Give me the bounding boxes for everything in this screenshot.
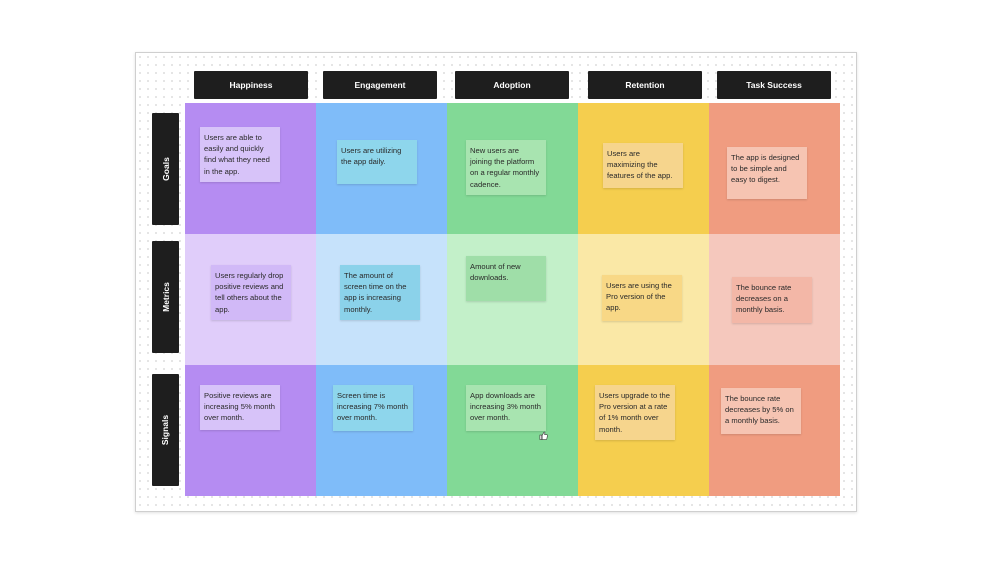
sticky-note-signals-retention[interactable]: Users upgrade to the Pro version at a ra… bbox=[595, 385, 675, 440]
sticky-note-goals-happiness[interactable]: Users are able to easily and quickly fin… bbox=[200, 127, 280, 182]
sticky-note-metrics-engagement[interactable]: The amount of screen time on the app is … bbox=[340, 265, 420, 320]
column-header-happiness[interactable]: Happiness bbox=[194, 71, 308, 99]
sticky-note-metrics-happiness[interactable]: Users regularly drop positive reviews an… bbox=[211, 265, 291, 320]
row-header-metrics[interactable]: Metrics bbox=[152, 241, 179, 353]
row-header-goals[interactable]: Goals bbox=[152, 113, 179, 225]
sticky-note-goals-adoption[interactable]: New users are joining the platform on a … bbox=[466, 140, 546, 195]
row-header-signals[interactable]: Signals bbox=[152, 374, 179, 486]
row-header-label: Goals bbox=[160, 157, 171, 181]
sticky-note-signals-engagement[interactable]: Screen time is increasing 7% month over … bbox=[333, 385, 413, 431]
sticky-note-metrics-retention[interactable]: Users are using the Pro version of the a… bbox=[602, 275, 682, 321]
column-header-adoption[interactable]: Adoption bbox=[455, 71, 569, 99]
row-header-label: Metrics bbox=[160, 282, 171, 312]
sticky-note-signals-task-success[interactable]: The bounce rate decreases by 5% on a mon… bbox=[721, 388, 801, 434]
sticky-note-signals-happiness[interactable]: Positive reviews are increasing 5% month… bbox=[200, 385, 280, 430]
sticky-note-goals-retention[interactable]: Users are maximizing the features of the… bbox=[603, 143, 683, 188]
sticky-note-goals-engagement[interactable]: Users are utilizing the app daily. bbox=[337, 140, 417, 184]
sticky-note-signals-adoption[interactable]: App downloads are increasing 3% month ov… bbox=[466, 385, 546, 431]
sticky-note-metrics-adoption[interactable]: Amount of new downloads. bbox=[466, 256, 546, 301]
column-header-engagement[interactable]: Engagement bbox=[323, 71, 437, 99]
column-header-task-success[interactable]: Task Success bbox=[717, 71, 831, 99]
sticky-note-goals-task-success[interactable]: The app is designed to be simple and eas… bbox=[727, 147, 807, 199]
column-header-retention[interactable]: Retention bbox=[588, 71, 702, 99]
row-header-label: Signals bbox=[160, 414, 171, 446]
thumbs-up-cursor-icon bbox=[539, 427, 548, 440]
sticky-note-metrics-task-success[interactable]: The bounce rate decreases on a monthly b… bbox=[732, 277, 812, 323]
whiteboard-canvas[interactable]: Happiness Engagement Adoption Retention Task… bbox=[135, 52, 857, 512]
